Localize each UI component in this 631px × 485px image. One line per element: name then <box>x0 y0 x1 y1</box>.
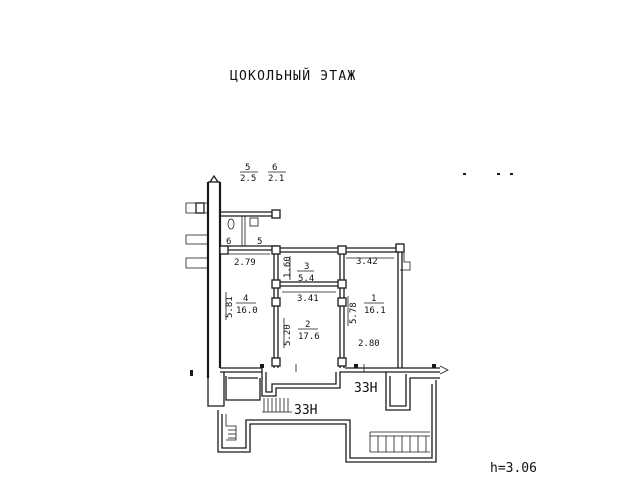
room-2-area: 17.6 <box>298 332 320 342</box>
dim-5-20: 5.20 <box>283 324 293 346</box>
room-2-number: 2 <box>305 320 310 330</box>
dim-3-42: 3.42 <box>356 257 378 267</box>
ceiling-height-label: h=3.06 <box>490 461 537 476</box>
dim-2-80: 2.80 <box>358 339 380 349</box>
dim-1-60: 1.60 <box>283 256 293 278</box>
header-room-6-area: 2.1 <box>268 174 284 184</box>
room-4-area: 16.0 <box>236 306 258 316</box>
dim-2-79: 2.79 <box>234 258 256 268</box>
header-room-6-number: 6 <box>272 163 277 173</box>
room-3-number: 3 <box>304 262 309 272</box>
room-1-area: 16.1 <box>364 306 386 316</box>
header-room-5-number: 5 <box>245 163 250 173</box>
plan-title: ЦОКОЛЬНЫЙ ЭТАЖ <box>230 68 356 84</box>
header-room-labels: 5 2.5 6 2.1 <box>240 163 286 184</box>
dim-3-41: 3.41 <box>297 294 319 304</box>
interior-walls <box>220 216 365 372</box>
room-4-number: 4 <box>243 294 248 304</box>
dim-5-78: 5.78 <box>349 302 359 324</box>
stairs-entrance-1 <box>262 398 292 413</box>
outer-walls <box>185 174 449 411</box>
dim-5-81: 5.81 <box>225 296 235 318</box>
entrance-label-2: ЗЗН <box>354 381 377 396</box>
room-3-area: 5.4 <box>298 274 314 284</box>
room-1-number: 1 <box>371 294 376 304</box>
room-labels: 6 5 4 16.0 3 5.4 2 17.6 1 16.1 <box>226 237 386 342</box>
room-5-number: 5 <box>257 237 262 247</box>
entrance-label-1: ЗЗН <box>294 403 317 418</box>
lower-outline <box>217 380 437 463</box>
columns <box>195 202 405 367</box>
dimensions: 2.79 3.42 1.60 3.41 5.81 5.78 5.20 2.80 <box>225 253 394 349</box>
stairs-lower <box>369 431 430 453</box>
header-room-5-area: 2.5 <box>240 174 256 184</box>
markers <box>190 173 513 376</box>
room-6-number: 6 <box>226 237 231 247</box>
